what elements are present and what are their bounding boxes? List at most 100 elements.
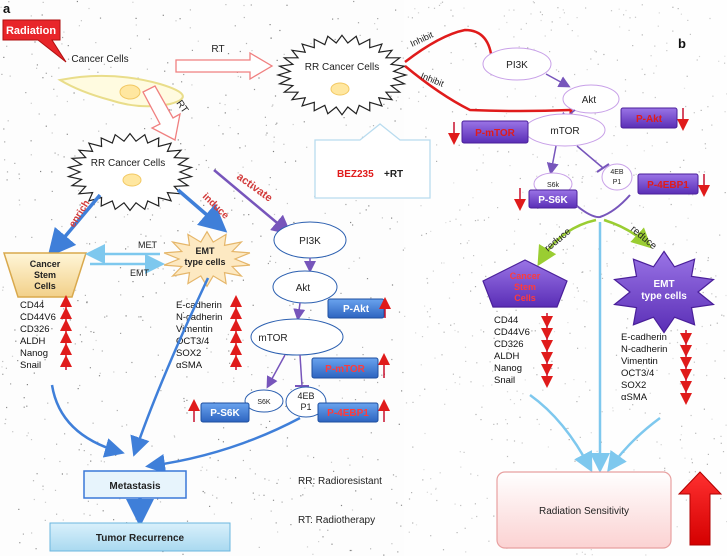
pathway-b-akt: Akt <box>582 95 597 106</box>
stem-a-marker-4: Nanog <box>20 348 48 359</box>
stem-b-marker-5: Snail <box>494 375 515 386</box>
arrow-induce: induce <box>176 188 231 233</box>
stem-b-marker-4: Nanog <box>494 363 522 374</box>
enrich-label: enrich <box>67 198 92 229</box>
bez235-label: BEZ235 <box>337 169 374 180</box>
metastasis-box: Metastasis <box>83 470 187 499</box>
pathway-a-p-s6k: P-S6K <box>210 408 240 419</box>
rr-cancer-cells-b: RR Cancer Cells <box>275 34 409 116</box>
flows-to-sensitivity <box>529 222 661 473</box>
emt-label: EMT <box>130 268 150 278</box>
pathway-b-pi3k: PI3K <box>506 60 528 71</box>
cancer-stem-cells-b: Cancer Stem Cells <box>482 259 568 308</box>
emt-b-marker-5: αSMA <box>621 392 648 403</box>
emt-a-marker-2: Vimentin <box>176 324 213 335</box>
tumor-recurrence-box: Tumor Recurrence <box>49 522 231 552</box>
arrow-activate: activate <box>213 169 292 236</box>
emt-b-line2: type cells <box>641 291 687 302</box>
csc-a-line3: Cells <box>34 281 56 291</box>
pathway-b-s6k: S6k <box>547 182 560 189</box>
bez235-rt-box: BEZ235 +RT <box>314 123 431 199</box>
emt-b-line1: EMT <box>653 279 674 290</box>
met-label: MET <box>138 240 158 250</box>
cancer-stem-cells-a: Cancer Stem Cells <box>2 252 88 298</box>
stem-a-marker-3: ALDH <box>20 336 45 347</box>
induce-label: induce <box>200 191 231 222</box>
pathway-a-p-akt: P-Akt <box>343 304 370 315</box>
pathway-b-p-s6k: P-S6K <box>538 195 568 206</box>
pathway-b: PI3K Akt P-Akt mTOR P-mTOR S6k 4EB P1 P-… <box>448 47 710 219</box>
pathway-b-p1: P1 <box>613 179 622 186</box>
emt-b-marker-1: N-cadherin <box>621 344 667 355</box>
emt-a-marker-5: αSMA <box>176 360 203 371</box>
emt-a-marker-3: OCT3/4 <box>176 336 209 347</box>
pathway-a-mtor: mTOR <box>258 333 287 344</box>
emt-a-line2: type cells <box>184 257 225 267</box>
tumor-recurrence-label: Tumor Recurrence <box>96 533 185 544</box>
pathway-a-akt: Akt <box>296 283 311 294</box>
csc-b-line2: Stem <box>514 282 536 292</box>
pathway-a-s6k: S6K <box>257 399 271 406</box>
emt-a-line1: EMT <box>196 246 216 256</box>
pathway-b-p-mtor: P-mTOR <box>475 128 516 139</box>
cancer-cells-label: Cancer Cells <box>71 54 128 65</box>
rt-arrow-right: RT <box>175 44 274 81</box>
pathway-b-p-akt: P-Akt <box>636 114 663 125</box>
legend-rt: RT: Radiotherapy <box>298 515 375 526</box>
marker-list-emt-b: E-cadherinN-cadherinVimentinOCT3/4SOX2αS… <box>621 330 692 405</box>
stem-b-marker-0: CD44 <box>494 315 518 326</box>
rt-label-top: RT <box>211 44 224 55</box>
panel-label-a: a <box>3 1 11 16</box>
stem-a-marker-1: CD44V6 <box>20 312 56 323</box>
csc-b-line1: Cancer <box>510 271 541 281</box>
met-emt-arrows: MET EMT <box>85 240 165 278</box>
rr-cancer-cells-a: RR Cancer Cells <box>66 132 194 212</box>
activate-label: activate <box>234 171 274 205</box>
csc-b-line3: Cells <box>514 293 536 303</box>
emt-a-marker-0: E-cadherin <box>176 300 222 311</box>
emt-a-marker-1: N-cadherin <box>176 312 222 323</box>
stem-b-marker-3: ALDH <box>494 351 519 362</box>
pathway-a-p-mtor: P-mTOR <box>325 364 366 375</box>
pathway-a: PI3K Akt P-Akt mTOR P-mTOR S6K 4EB P1 P-… <box>188 221 391 423</box>
flows-to-metastasis <box>50 277 301 527</box>
marker-list-emt-a: E-cadherinN-cadherinVimentinOCT3/4SOX2αS… <box>176 295 242 371</box>
cancer-cells: Cancer Cells <box>57 54 184 108</box>
radiation-sensitivity-box: Radiation Sensitivity <box>496 471 672 549</box>
pathway-a-pi3k: PI3K <box>299 236 321 247</box>
pathway-b-4eb: 4EB <box>610 169 624 176</box>
emt-b-marker-2: Vimentin <box>621 356 658 367</box>
pathway-b-mtor: mTOR <box>550 126 579 137</box>
emt-type-cells-a: EMT type cells <box>163 230 251 288</box>
stem-b-marker-1: CD44V6 <box>494 327 530 338</box>
stem-b-marker-2: CD326 <box>494 339 524 350</box>
increase-arrow <box>677 471 723 546</box>
radiation-callout: Radiation <box>2 19 67 63</box>
emt-a-marker-4: SOX2 <box>176 348 201 359</box>
radiation-label: Radiation <box>6 25 56 37</box>
stem-a-marker-2: CD326 <box>20 324 50 335</box>
legend-rr: RR: Radioresistant <box>298 476 382 487</box>
csc-a-line1: Cancer <box>30 259 61 269</box>
pathway-a-4eb: 4EB <box>297 391 314 401</box>
bez-rt-label: +RT <box>384 169 403 180</box>
pathway-a-p1: P1 <box>300 402 311 412</box>
pathway-b-p-4ebp1: P-4EBP1 <box>647 180 689 191</box>
csc-a-line2: Stem <box>34 270 56 280</box>
pathway-a-p-4ebp1: P-4EBP1 <box>327 408 369 419</box>
panel-label-b: b <box>678 36 686 51</box>
arrow-enrich: enrich <box>47 193 102 258</box>
emt-b-marker-0: E-cadherin <box>621 332 667 343</box>
rr-cancer-cells-a-label: RR Cancer Cells <box>91 158 165 169</box>
rr-cancer-cells-b-label: RR Cancer Cells <box>305 62 379 73</box>
stem-a-marker-0: CD44 <box>20 300 44 311</box>
emt-b-marker-3: OCT3/4 <box>621 368 654 379</box>
radiation-sensitivity-label: Radiation Sensitivity <box>539 506 629 517</box>
emt-b-marker-4: SOX2 <box>621 380 646 391</box>
metastasis-label: Metastasis <box>109 481 161 492</box>
stem-a-marker-5: Snail <box>20 360 41 371</box>
